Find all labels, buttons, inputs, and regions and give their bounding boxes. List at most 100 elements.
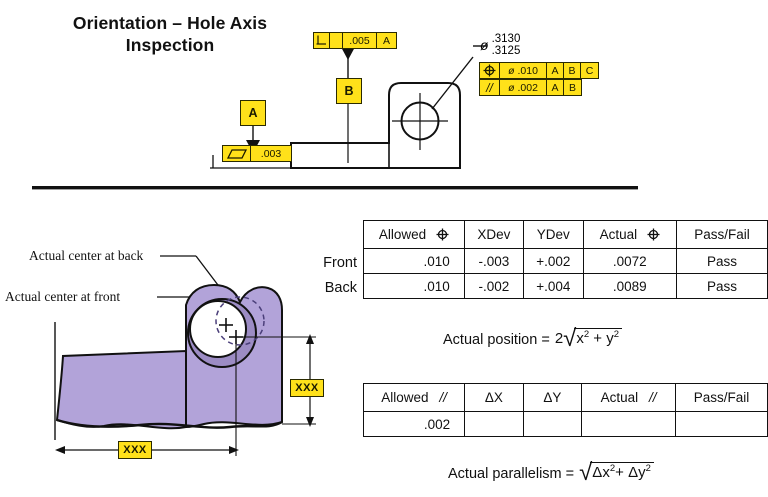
title-line-1: Orientation – Hole Axis	[72, 13, 268, 33]
annotation-actual-center-back: Actual center at back	[29, 248, 144, 263]
position-inspection-table: Allowed XDev YDev Actual	[363, 220, 768, 299]
header-allowed-parallelism: Allowed //	[362, 383, 466, 412]
header-allowed-label: Allowed	[381, 390, 429, 405]
parallelism-feature-control-frame[interactable]: // ø .002 A B	[479, 79, 582, 96]
parallelism-datum-b: B	[568, 81, 576, 94]
parallelism-icon: //	[648, 390, 657, 405]
table-header-row: Allowed XDev YDev Actual	[363, 220, 768, 249]
parallelogram-flatness-icon	[223, 146, 251, 161]
radicand-delta-x: Δx	[592, 464, 610, 481]
radicand-dy-exponent: 2	[645, 463, 651, 474]
datum-a-box[interactable]: A	[240, 100, 266, 126]
cell-front-actual: .0072	[582, 248, 677, 274]
header-delta-y: ΔY	[522, 383, 583, 412]
radicand-delta-y: Δy	[628, 464, 646, 481]
fcf-blank-cell	[330, 33, 343, 48]
parallelism-formula-label: Actual parallelism =	[448, 466, 575, 483]
hole-diameter-lower: .3125	[491, 45, 521, 58]
header-actual-parallelism: Actual //	[581, 383, 676, 412]
cell-front-allowed: .010	[363, 248, 465, 274]
header-actual-label: Actual	[599, 227, 638, 242]
position-icon	[480, 63, 500, 78]
radical-sign: √	[579, 459, 593, 486]
position-feature-control-frame[interactable]: ø .010 A B C	[479, 62, 599, 79]
header-allowed-position: Allowed	[363, 220, 465, 249]
row-label-back: Back	[324, 280, 357, 296]
parallelism-icon: //	[480, 80, 500, 95]
flatness-feature-control-frame[interactable]: .003	[222, 145, 292, 162]
vertical-dimension-box[interactable]: XXX	[290, 379, 324, 397]
cell-back-passfail: Pass	[675, 273, 768, 299]
row-label-front: Front	[323, 255, 357, 271]
table-row: .002	[362, 411, 768, 437]
parallelism-icon: //	[439, 390, 447, 405]
position-datum-a: A	[547, 63, 564, 78]
cell-back-ydev: +.004	[523, 273, 584, 299]
position-diameter-symbol: ø	[508, 64, 515, 77]
position-tolerance: ø .010	[500, 63, 547, 78]
cell-parallelism-allowed: .002	[362, 411, 466, 437]
cell-parallelism-dx	[464, 411, 524, 437]
cell-front-passfail: Pass	[675, 248, 768, 274]
horizontal-dimension-value: XXX	[123, 444, 147, 456]
parallelism-formula: Actual parallelism = √ Δx2+ Δy2	[448, 459, 654, 486]
radicand-x-exponent: 2	[583, 329, 590, 340]
perpendicularity-icon	[314, 33, 330, 48]
datum-b-label: B	[344, 84, 354, 98]
radicand-y: y	[606, 330, 614, 347]
header-actual-position: Actual	[582, 220, 677, 249]
cell-front-ydev: +.002	[523, 248, 584, 274]
perpendicularity-datum: A	[382, 34, 390, 47]
position-formula: Actual position = 2 √ x2 + y2	[443, 325, 623, 352]
position-datum-b: B	[564, 63, 581, 78]
hole-diameter-callout: ø .3130 .3125	[480, 33, 520, 58]
radicand: Δx2+ Δy2	[590, 462, 654, 482]
cell-parallelism-actual	[581, 411, 676, 437]
flatness-tolerance: .003	[260, 147, 282, 160]
table-row: .010 -.002 +.004 .0089 Pass	[363, 273, 768, 299]
parallelism-inspection-table: Allowed // ΔX ΔY Actual // Pass/Fail .00…	[362, 383, 768, 437]
header-xdev: XDev	[463, 220, 525, 249]
title-line-2: Inspection	[125, 35, 215, 56]
cell-parallelism-dy	[522, 411, 583, 437]
position-formula-radical: √ x2 + y2	[563, 325, 623, 352]
header-pass-fail: Pass/Fail	[675, 220, 768, 249]
parallelism-tolerance-value: .002	[517, 81, 538, 94]
perpendicularity-tolerance: .005	[343, 33, 377, 48]
datum-b-box[interactable]: B	[336, 78, 362, 104]
cell-front-xdev: -.003	[463, 248, 525, 274]
header-delta-x: ΔX	[464, 383, 524, 412]
position-formula-multiplier: 2	[554, 330, 564, 348]
radicand: x2 + y2	[574, 328, 623, 348]
horizontal-dimension-box[interactable]: XXX	[118, 441, 152, 459]
radical-sign: √	[563, 325, 577, 352]
position-formula-label: Actual position =	[443, 332, 550, 349]
parallelism-formula-radical: √ Δx2+ Δy2	[579, 459, 654, 486]
cell-back-actual: .0089	[582, 273, 677, 299]
position-datum-c: C	[585, 64, 594, 77]
parallelism-tolerance: ø .002	[500, 80, 547, 95]
radicand-x: x	[576, 330, 584, 347]
parallelism-diameter-symbol: ø	[508, 81, 515, 94]
perpendicularity-feature-control-frame[interactable]: .005 A	[313, 32, 397, 49]
position-tolerance-value: .010	[517, 64, 538, 77]
cell-back-allowed: .010	[363, 273, 465, 299]
hole-diameter-upper: .3130	[491, 33, 521, 45]
diameter-symbol: ø	[480, 37, 489, 54]
radicand-plus: +	[589, 330, 607, 347]
page-title: Orientation – Hole Axis Inspection	[30, 12, 310, 57]
radicand-dx-exponent: 2	[609, 463, 616, 474]
table-row: .010 -.003 +.002 .0072 Pass	[363, 248, 768, 274]
radicand-y-exponent: 2	[613, 329, 620, 340]
header-ydev: YDev	[523, 220, 584, 249]
cell-back-xdev: -.002	[463, 273, 525, 299]
parallelism-datum-a: A	[547, 80, 564, 95]
position-icon	[436, 228, 449, 241]
header-allowed-label: Allowed	[378, 227, 427, 242]
annotation-actual-center-front: Actual center at front	[5, 289, 121, 304]
vertical-dimension-value: XXX	[295, 382, 319, 394]
header-actual-label: Actual	[600, 390, 639, 405]
header-pass-fail: Pass/Fail	[674, 383, 768, 412]
